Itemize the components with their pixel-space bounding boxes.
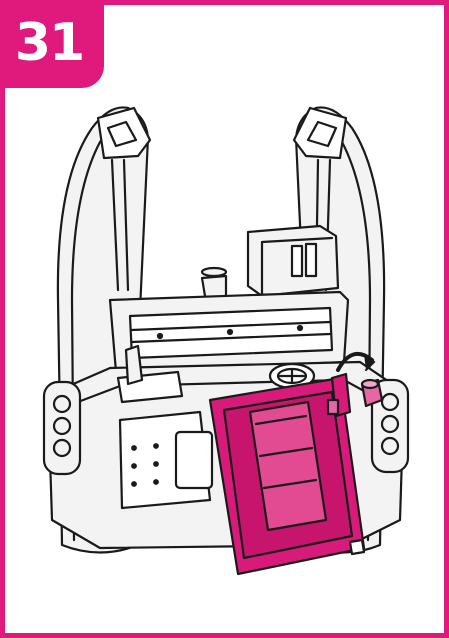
magenta-panel [210, 374, 364, 574]
pink-knob [362, 380, 382, 406]
frame-bridge [110, 292, 348, 372]
motor-housing [202, 226, 338, 302]
left-speaker-pod [44, 382, 80, 474]
